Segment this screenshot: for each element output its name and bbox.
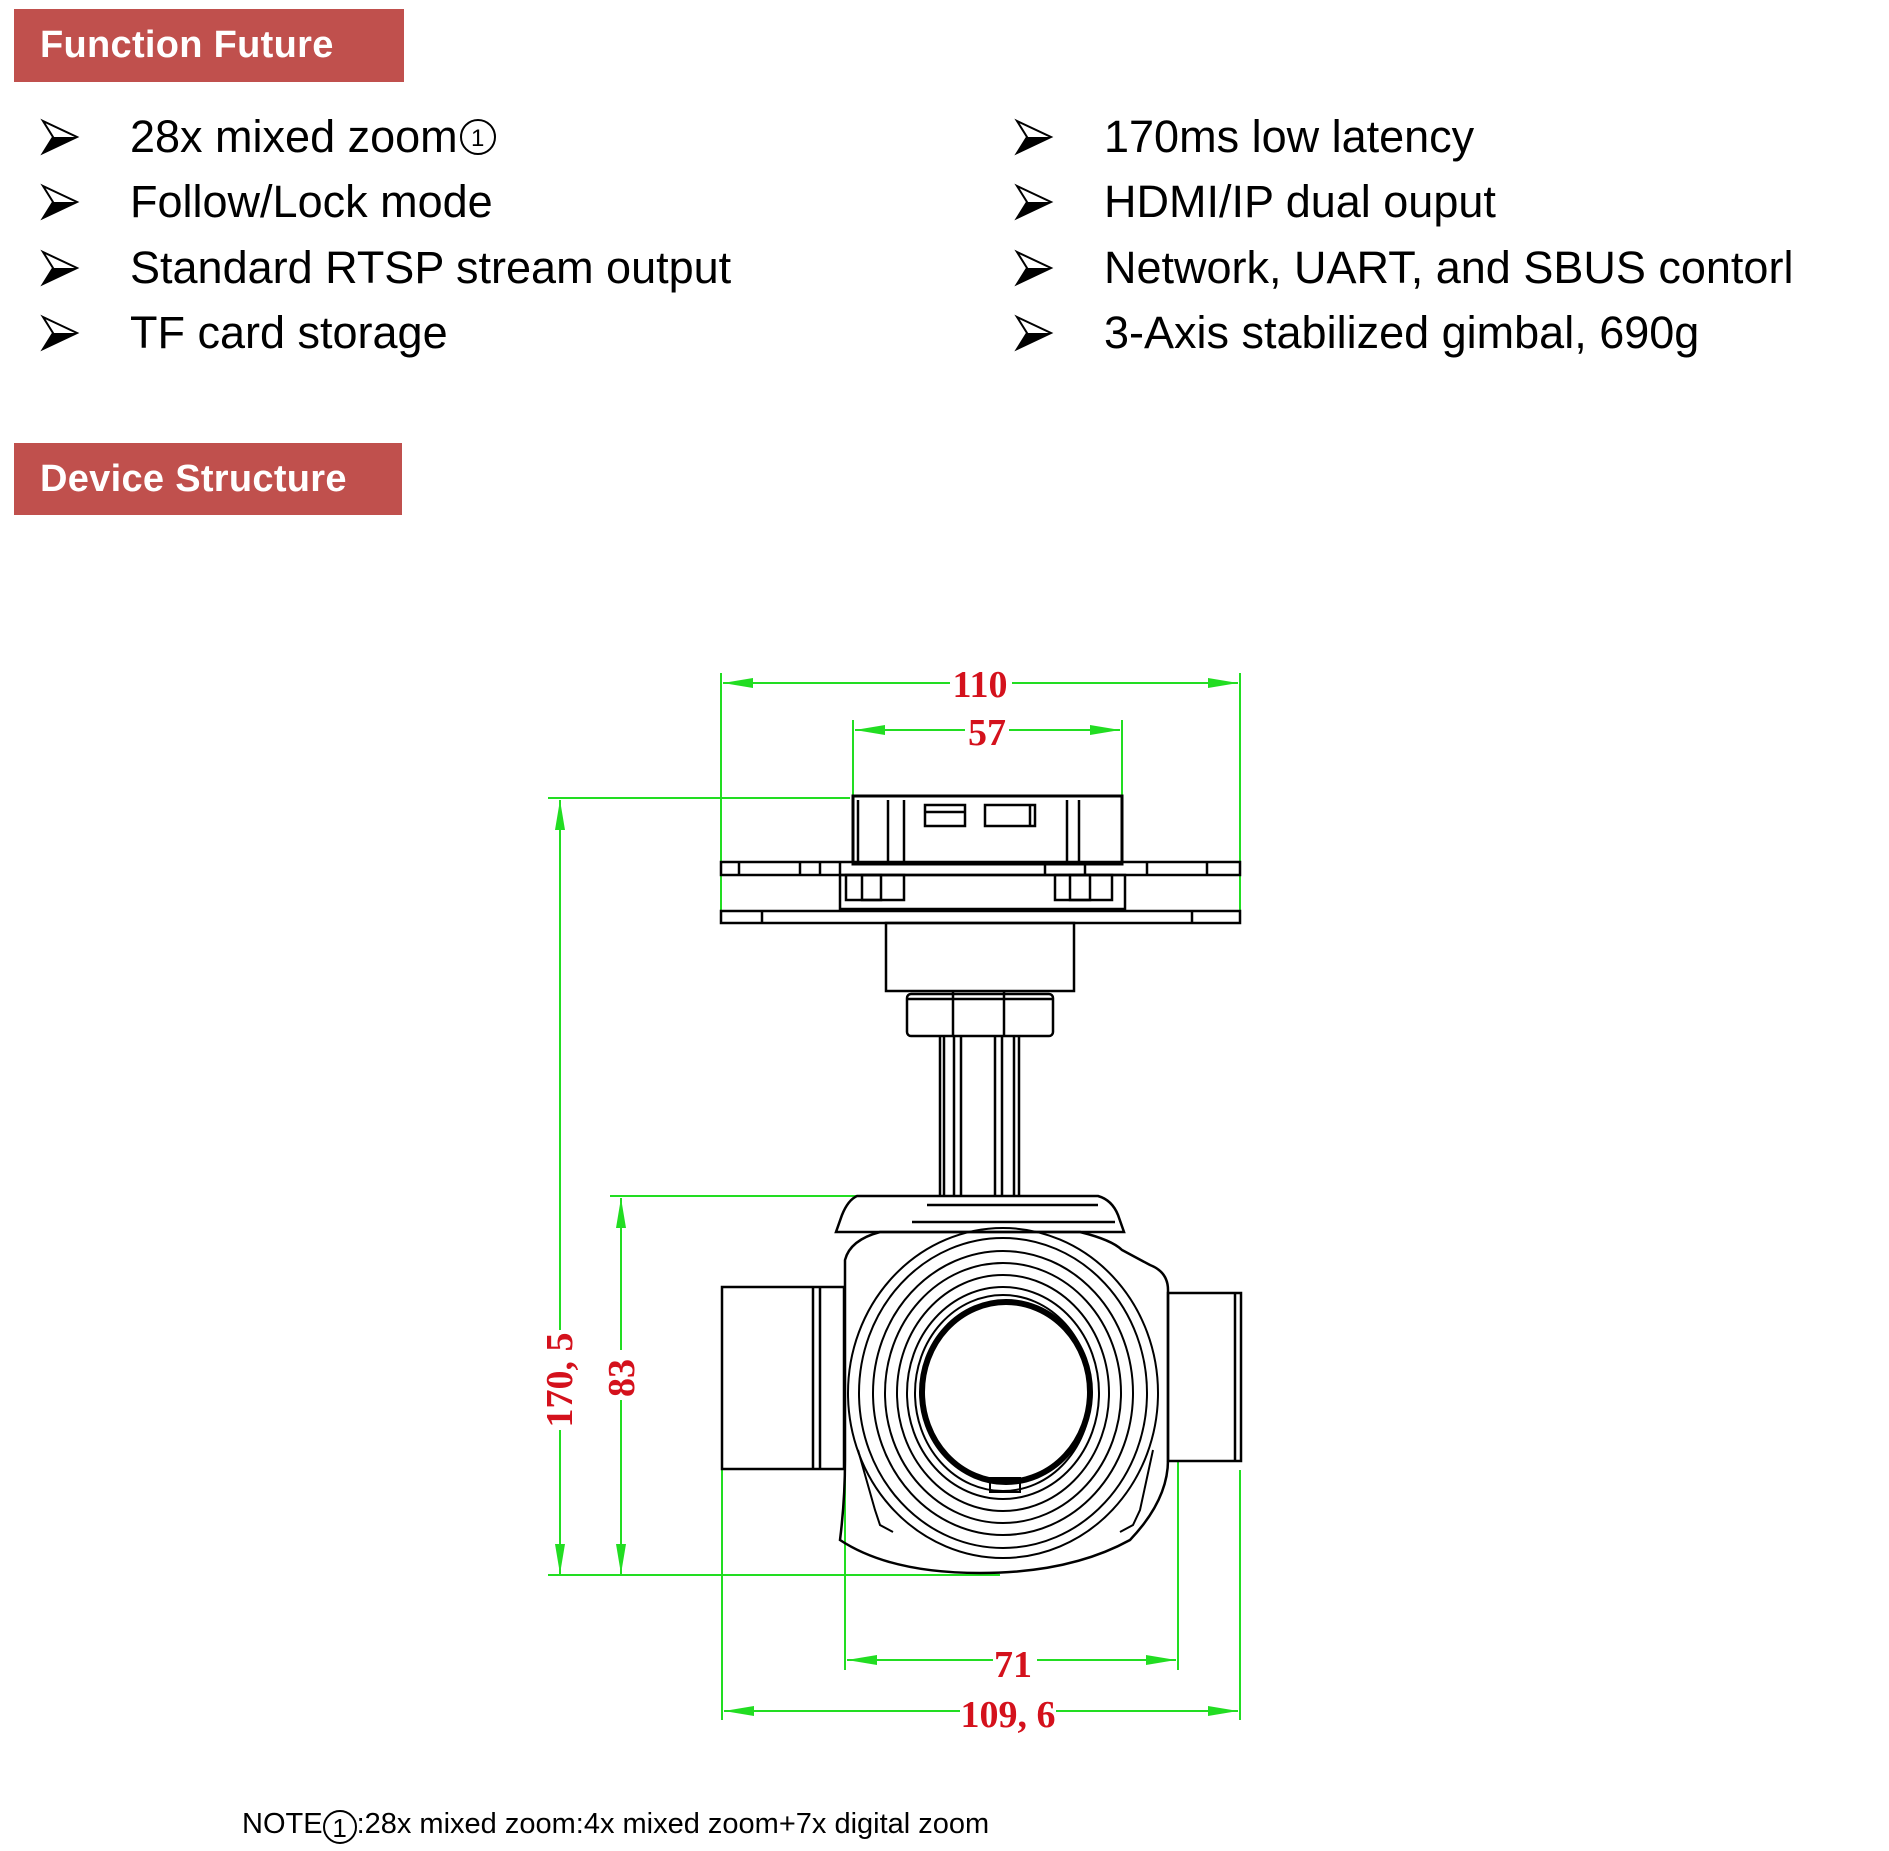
feature-item: TF card storage	[40, 301, 731, 367]
gimbal-line-art	[719, 794, 1243, 1575]
feature-text: 170ms low latency	[1104, 110, 1475, 162]
arrowhead-bullet-icon	[40, 182, 80, 222]
dim-camera-body-width: 71	[994, 1644, 1032, 1686]
feature-text: 28x mixed zoom	[130, 110, 458, 162]
arrowhead-bullet-icon	[1014, 182, 1054, 222]
section-header-device-structure: Device Structure	[14, 443, 402, 515]
feature-item: 170ms low latency	[1014, 104, 1793, 170]
section-title: Device Structure	[40, 457, 347, 500]
dim-camera-height: 83	[601, 1359, 643, 1397]
feature-item: Standard RTSP stream output	[40, 235, 731, 301]
arrowhead-bullet-icon	[1014, 248, 1054, 288]
feature-text: Network, UART, and SBUS contorl	[1104, 241, 1794, 293]
feature-text: TF card storage	[130, 307, 448, 359]
feature-text: Standard RTSP stream output	[130, 241, 732, 293]
section-header-function-future: Function Future	[14, 9, 404, 82]
section-title: Function Future	[40, 24, 334, 66]
arrowhead-bullet-icon	[40, 248, 80, 288]
arrowhead-bullet-icon	[1014, 313, 1054, 353]
note-marker: 1	[322, 1810, 357, 1844]
feature-list-right: 170ms low latency HDMI/IP dual ouput Net…	[1014, 104, 1793, 366]
dim-overall-width-top: 110	[953, 664, 1008, 706]
feature-item: HDMI/IP dual ouput	[1014, 170, 1793, 236]
arrowhead-bullet-icon	[40, 117, 80, 157]
feature-text: HDMI/IP dual ouput	[1104, 176, 1496, 228]
dim-overall-width-bottom: 109, 6	[961, 1694, 1056, 1736]
arrowhead-bullet-icon	[1014, 117, 1054, 157]
feature-item: Follow/Lock mode	[40, 170, 731, 236]
note-prefix: NOTE	[242, 1808, 323, 1840]
note-text: :28x mixed zoom:4x mixed zoom+7x digital…	[356, 1808, 990, 1840]
dim-overall-height: 170, 5	[539, 1333, 581, 1428]
dim-mount-width: 57	[968, 712, 1006, 754]
feature-item: 3-Axis stabilized gimbal, 690g	[1014, 301, 1793, 367]
dimension-labels: 110 57 71 109, 6 170, 5 83	[538, 660, 1056, 1736]
feature-text: Follow/Lock mode	[130, 176, 493, 228]
feature-text: 3-Axis stabilized gimbal, 690g	[1104, 307, 1700, 359]
footnote-marker: 1	[459, 118, 496, 155]
arrowhead-bullet-icon	[40, 313, 80, 353]
feature-item: Network, UART, and SBUS contorl	[1014, 235, 1793, 301]
